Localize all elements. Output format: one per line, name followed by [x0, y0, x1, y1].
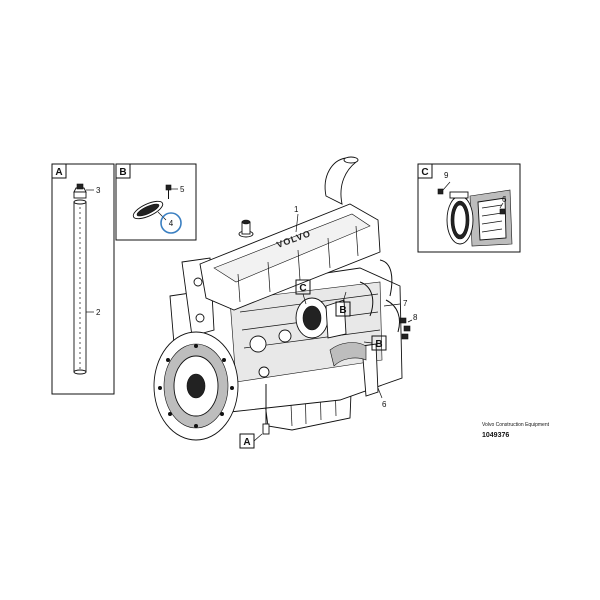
inset-c-panel: C 9 6 [417, 163, 521, 253]
main-callouts: 1 7 8 6 [294, 205, 418, 409]
marker-b-2: B [375, 339, 382, 350]
inset-c-caption-box [417, 163, 433, 179]
callout-6-inset: 6 [502, 195, 507, 204]
inset-a-caption: A [55, 167, 62, 178]
callout-3: 3 [96, 186, 101, 195]
turbocharger [295, 297, 347, 339]
oil-filler-cap [238, 219, 254, 238]
intake-pipe [324, 157, 357, 205]
flywheel-housing [153, 331, 239, 441]
dipstick-handle [73, 183, 87, 199]
footer: Volvo Construction Equipment 1049376 [482, 422, 550, 439]
callout-4: 4 [169, 219, 174, 228]
marker-c: C [299, 283, 306, 294]
inset-b-panel: B 5 4 [115, 163, 197, 241]
inset-b-caption-box [115, 163, 131, 179]
callout-2: 2 [96, 308, 101, 317]
fitting-group [399, 317, 411, 340]
clamp-bolt-6 [499, 208, 506, 215]
inset-c-caption: C [421, 167, 428, 178]
doc-number: 1049376 [482, 432, 509, 439]
callout-9: 9 [444, 171, 449, 180]
inset-a-caption-box [51, 163, 67, 179]
callout-6-main: 6 [382, 400, 387, 409]
callout-7: 7 [403, 299, 408, 308]
marker-b-1: B [339, 305, 346, 316]
turbo-housing [469, 189, 513, 247]
bolt-part [165, 184, 172, 199]
gasket-part [132, 200, 164, 220]
marker-a: A [243, 437, 250, 448]
v-band-clamp [446, 191, 474, 245]
callout-1: 1 [294, 205, 299, 214]
maker-name: Volvo Construction Equipment [482, 422, 550, 428]
callout-8: 8 [413, 313, 418, 322]
engine-assembly: VOLVO [153, 156, 411, 441]
inset-b-caption: B [119, 167, 126, 178]
view-markers: C B B A [239, 279, 387, 449]
clamp-bolt-9 [437, 188, 444, 195]
callout-5: 5 [180, 185, 185, 194]
highlight-circle [160, 212, 182, 234]
inset-a-panel: A 3 2 [51, 163, 115, 395]
dipstick-tube [73, 199, 87, 375]
